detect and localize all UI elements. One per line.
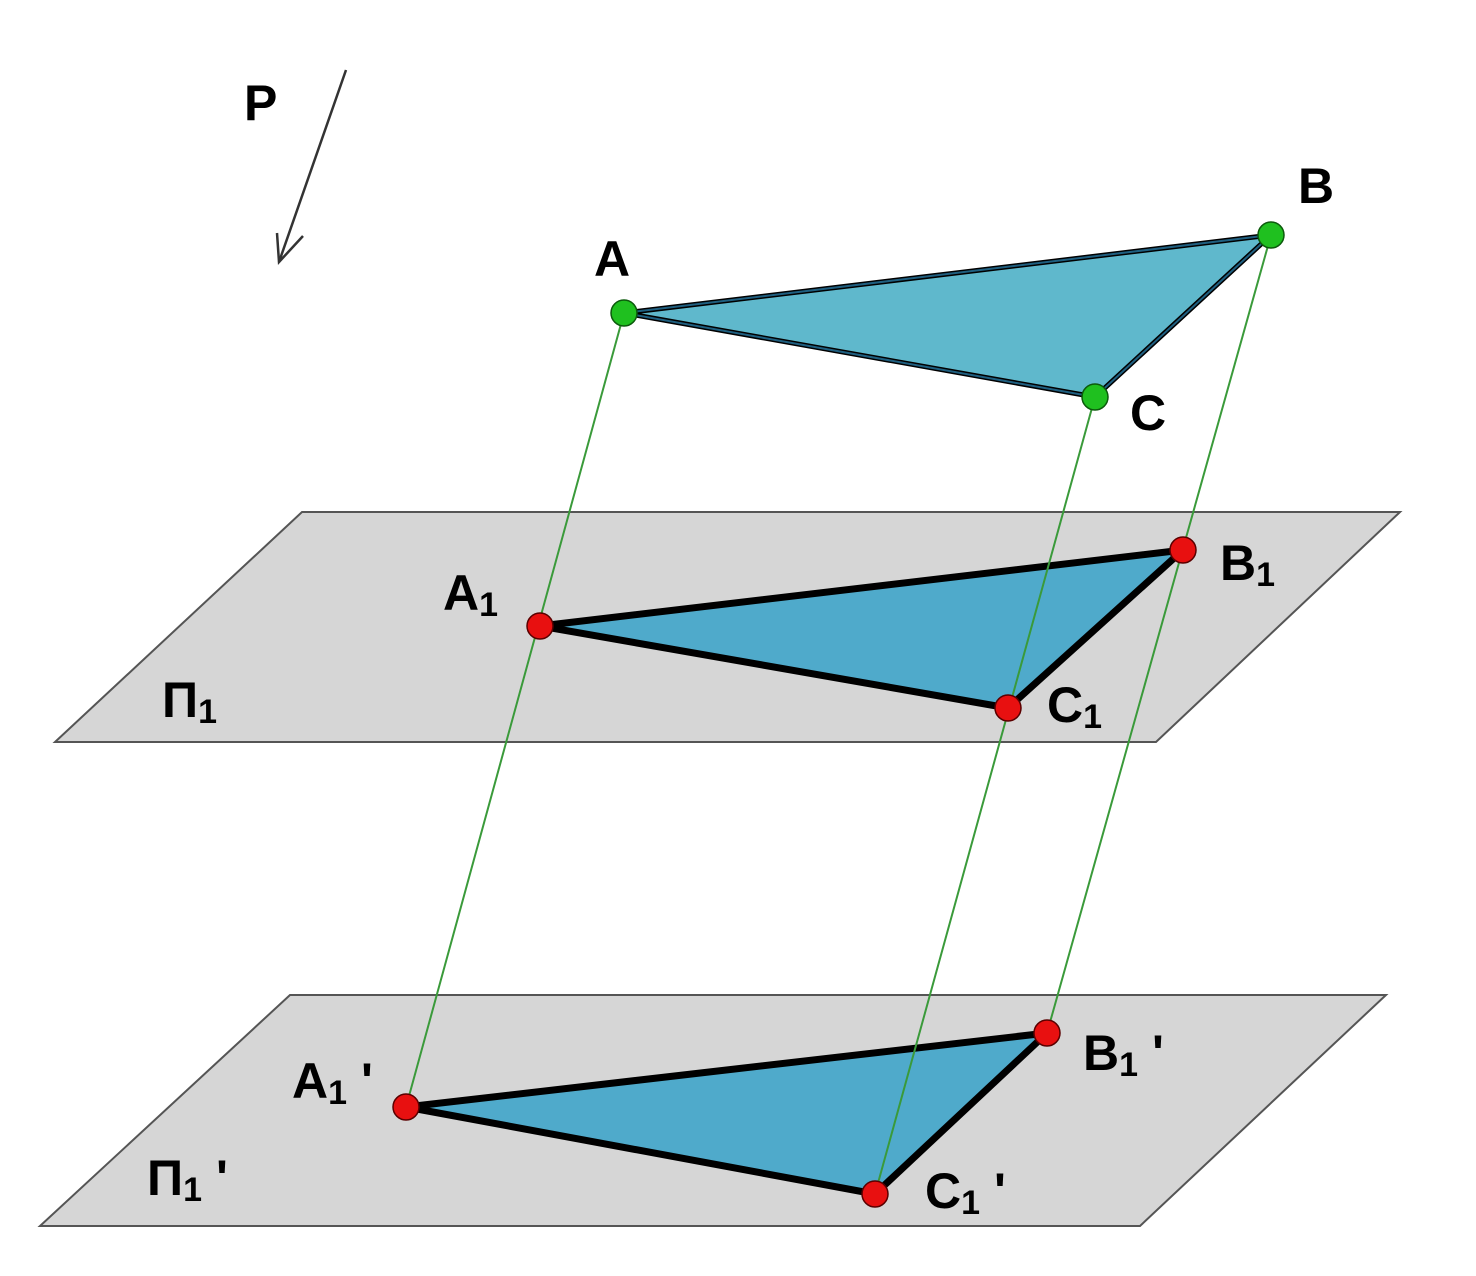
label-c1-prime: C1' <box>925 1163 1006 1222</box>
label-c: C <box>1130 385 1166 441</box>
label-a: A <box>594 231 630 287</box>
point-c1-prime <box>861 1180 889 1208</box>
point-a1 <box>526 612 554 640</box>
point-c1 <box>994 694 1022 722</box>
triangle-projection-upper <box>536 546 1187 712</box>
point-a <box>610 299 638 327</box>
point-b1 <box>1169 536 1197 564</box>
projector-line-b <box>1046 234 1272 1034</box>
direction-label: P <box>244 75 277 131</box>
point-b <box>1257 221 1285 249</box>
label-b: B <box>1298 158 1334 214</box>
label-b1: B1 <box>1220 535 1275 594</box>
label-a1-prime: A1' <box>292 1053 373 1112</box>
label-plane-lower: Π1' <box>147 1150 228 1209</box>
triangle-original <box>621 232 1274 400</box>
label-b1-prime: B1' <box>1083 1025 1164 1084</box>
point-a1-prime <box>392 1093 420 1121</box>
projector-line-a <box>405 312 625 1108</box>
point-c <box>1081 383 1109 411</box>
projector-line-c <box>874 396 1096 1195</box>
label-plane-upper: Π1 <box>162 672 217 731</box>
point-b1-prime <box>1033 1019 1061 1047</box>
direction-arrow <box>275 69 348 265</box>
label-c1: C1 <box>1047 677 1102 736</box>
label-a1: A1 <box>443 565 498 624</box>
triangle-original-inner-edge <box>623 234 1272 398</box>
projector-lines <box>405 234 1272 1195</box>
